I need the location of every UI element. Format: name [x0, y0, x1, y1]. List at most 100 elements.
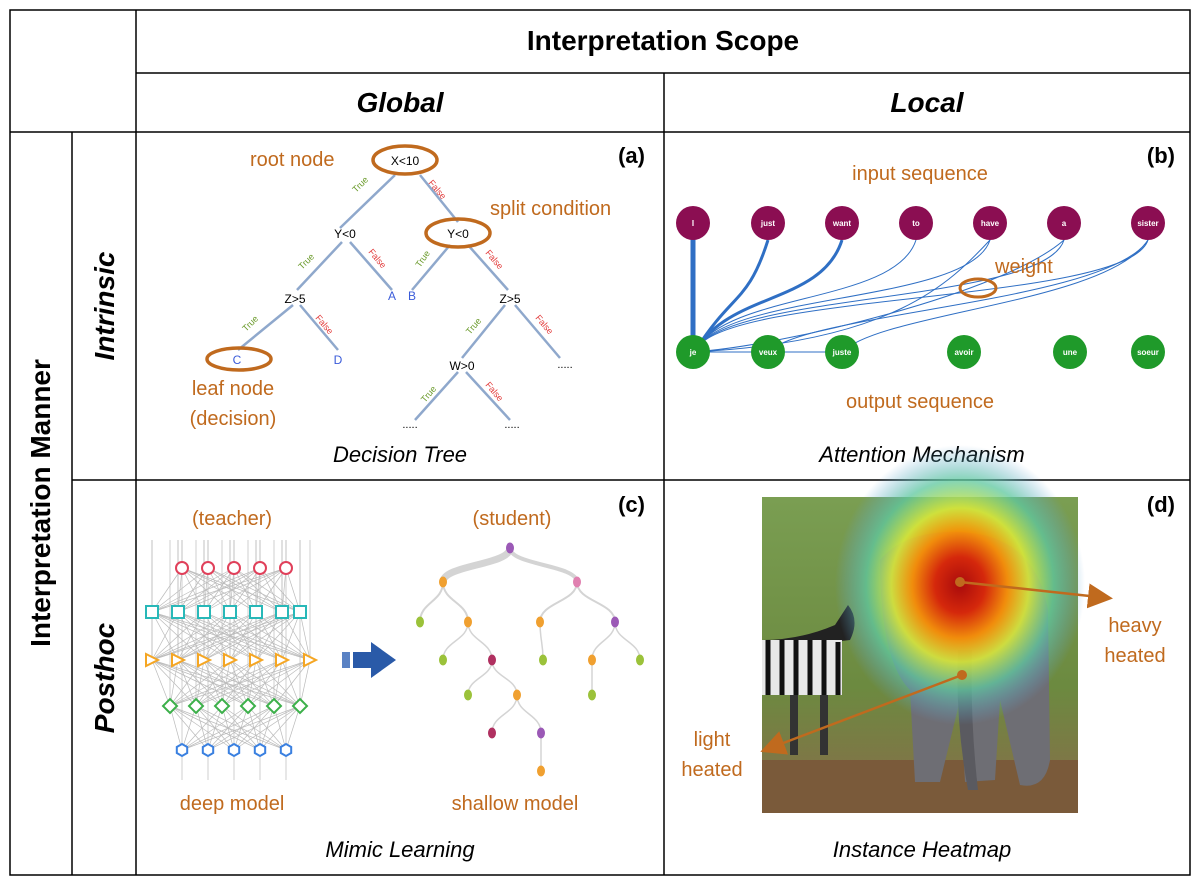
node-w: W>0 — [449, 359, 474, 373]
heavy-label-2: heated — [1104, 645, 1165, 667]
leaf-a: A — [388, 289, 396, 303]
attention-edge — [696, 239, 917, 349]
highlight-ellipses — [205, 144, 492, 372]
student-tree-node — [573, 576, 581, 588]
output-token-node — [676, 335, 710, 369]
network-edge — [259, 705, 301, 751]
network-edge — [169, 659, 283, 707]
output-token-node — [1053, 335, 1087, 369]
panel-c-tag: (c) — [618, 492, 645, 517]
output-token-label: avoir — [954, 348, 973, 357]
network-node — [265, 697, 283, 715]
zebra — [762, 605, 855, 755]
student-tree-edge — [508, 547, 579, 583]
network-node — [291, 697, 309, 715]
input-token-label: a — [1062, 219, 1067, 228]
true-label: True — [240, 313, 260, 333]
network-edge — [203, 567, 287, 613]
node-root: X<10 — [391, 154, 420, 168]
network-node — [253, 742, 267, 758]
student-tree-node — [636, 654, 644, 666]
network-edge — [169, 659, 231, 707]
student-tree-node — [588, 689, 596, 701]
network-edge — [255, 611, 301, 661]
output-token-node — [1131, 335, 1165, 369]
student-tree-edge — [576, 581, 616, 623]
network-edge — [247, 659, 311, 707]
input-token-node — [751, 206, 785, 240]
input-token-label: to — [912, 219, 920, 228]
shallow-model-label: shallow model — [452, 793, 579, 815]
panel-a-tag: (a) — [618, 143, 645, 168]
network-node — [223, 652, 239, 668]
network-edges — [151, 540, 311, 780]
network-edge — [229, 611, 301, 661]
mimic-arrow — [342, 642, 396, 678]
panel-heatmap: (d) heavy heated light heated Instance H… — [681, 445, 1175, 862]
attention-edge — [767, 239, 1149, 353]
panel-a-caption: Decision Tree — [333, 442, 467, 467]
network-edge — [281, 659, 301, 707]
network-edge — [169, 659, 257, 707]
network-node — [249, 605, 263, 619]
student-tree-edge — [442, 581, 469, 623]
student-tree-node — [464, 689, 472, 701]
network-nodes — [145, 561, 319, 758]
student-tree-edge — [516, 694, 542, 734]
network-node — [275, 652, 291, 668]
true-label: True — [296, 251, 316, 271]
network-node — [279, 561, 293, 575]
network-edge — [281, 611, 311, 661]
network-node — [275, 605, 289, 619]
network-edge — [181, 705, 275, 751]
network-edge — [281, 611, 301, 661]
network-edge — [151, 567, 287, 613]
weight-label: weight — [994, 256, 1053, 278]
network-node — [201, 561, 215, 575]
network-edge — [255, 611, 283, 661]
light-arrow — [760, 673, 963, 755]
student-tree-edge — [539, 581, 578, 623]
student-tree-node — [537, 765, 545, 777]
network-edge — [203, 611, 301, 661]
input-token-label: I — [692, 219, 694, 228]
network-node — [197, 652, 213, 668]
network-edge — [169, 659, 179, 707]
network-edge — [169, 705, 183, 751]
network-edge — [151, 611, 257, 661]
true-label: True — [413, 249, 432, 270]
network-edge — [181, 705, 249, 751]
table-grid — [9, 9, 1191, 876]
student-tree-edge — [539, 621, 544, 661]
network-edge — [181, 705, 197, 751]
input-sequence-label: input sequence — [852, 163, 988, 185]
output-token-label: soeur — [1137, 348, 1159, 357]
network-edge — [177, 611, 301, 661]
intrinsic-header: Intrinsic — [89, 251, 120, 360]
student-tree-edge — [491, 659, 518, 696]
network-edge — [151, 659, 171, 707]
student-tree-node — [488, 727, 496, 739]
input-token-label: sister — [1137, 219, 1158, 228]
network-node — [187, 697, 205, 715]
attention-edge — [696, 239, 991, 349]
network-edge — [281, 567, 287, 613]
network-edge — [195, 659, 311, 707]
node-z-right: Z>5 — [499, 292, 520, 306]
leaf-node-label: leaf node — [192, 378, 274, 400]
node-y-right: Y<0 — [447, 227, 469, 241]
network-edge — [207, 705, 301, 751]
student-tree-edge — [442, 621, 469, 661]
output-token-node — [751, 335, 785, 369]
input-token-node — [825, 206, 859, 240]
output-token-label: une — [1063, 348, 1078, 357]
network-edge — [151, 567, 235, 613]
network-edge — [247, 659, 283, 707]
output-token-node — [947, 335, 981, 369]
network-node — [303, 652, 319, 668]
light-label-2: heated — [681, 759, 742, 781]
network-edge — [151, 611, 205, 661]
student-tree-node — [464, 616, 472, 628]
network-node — [239, 697, 257, 715]
network-edge — [151, 611, 283, 661]
